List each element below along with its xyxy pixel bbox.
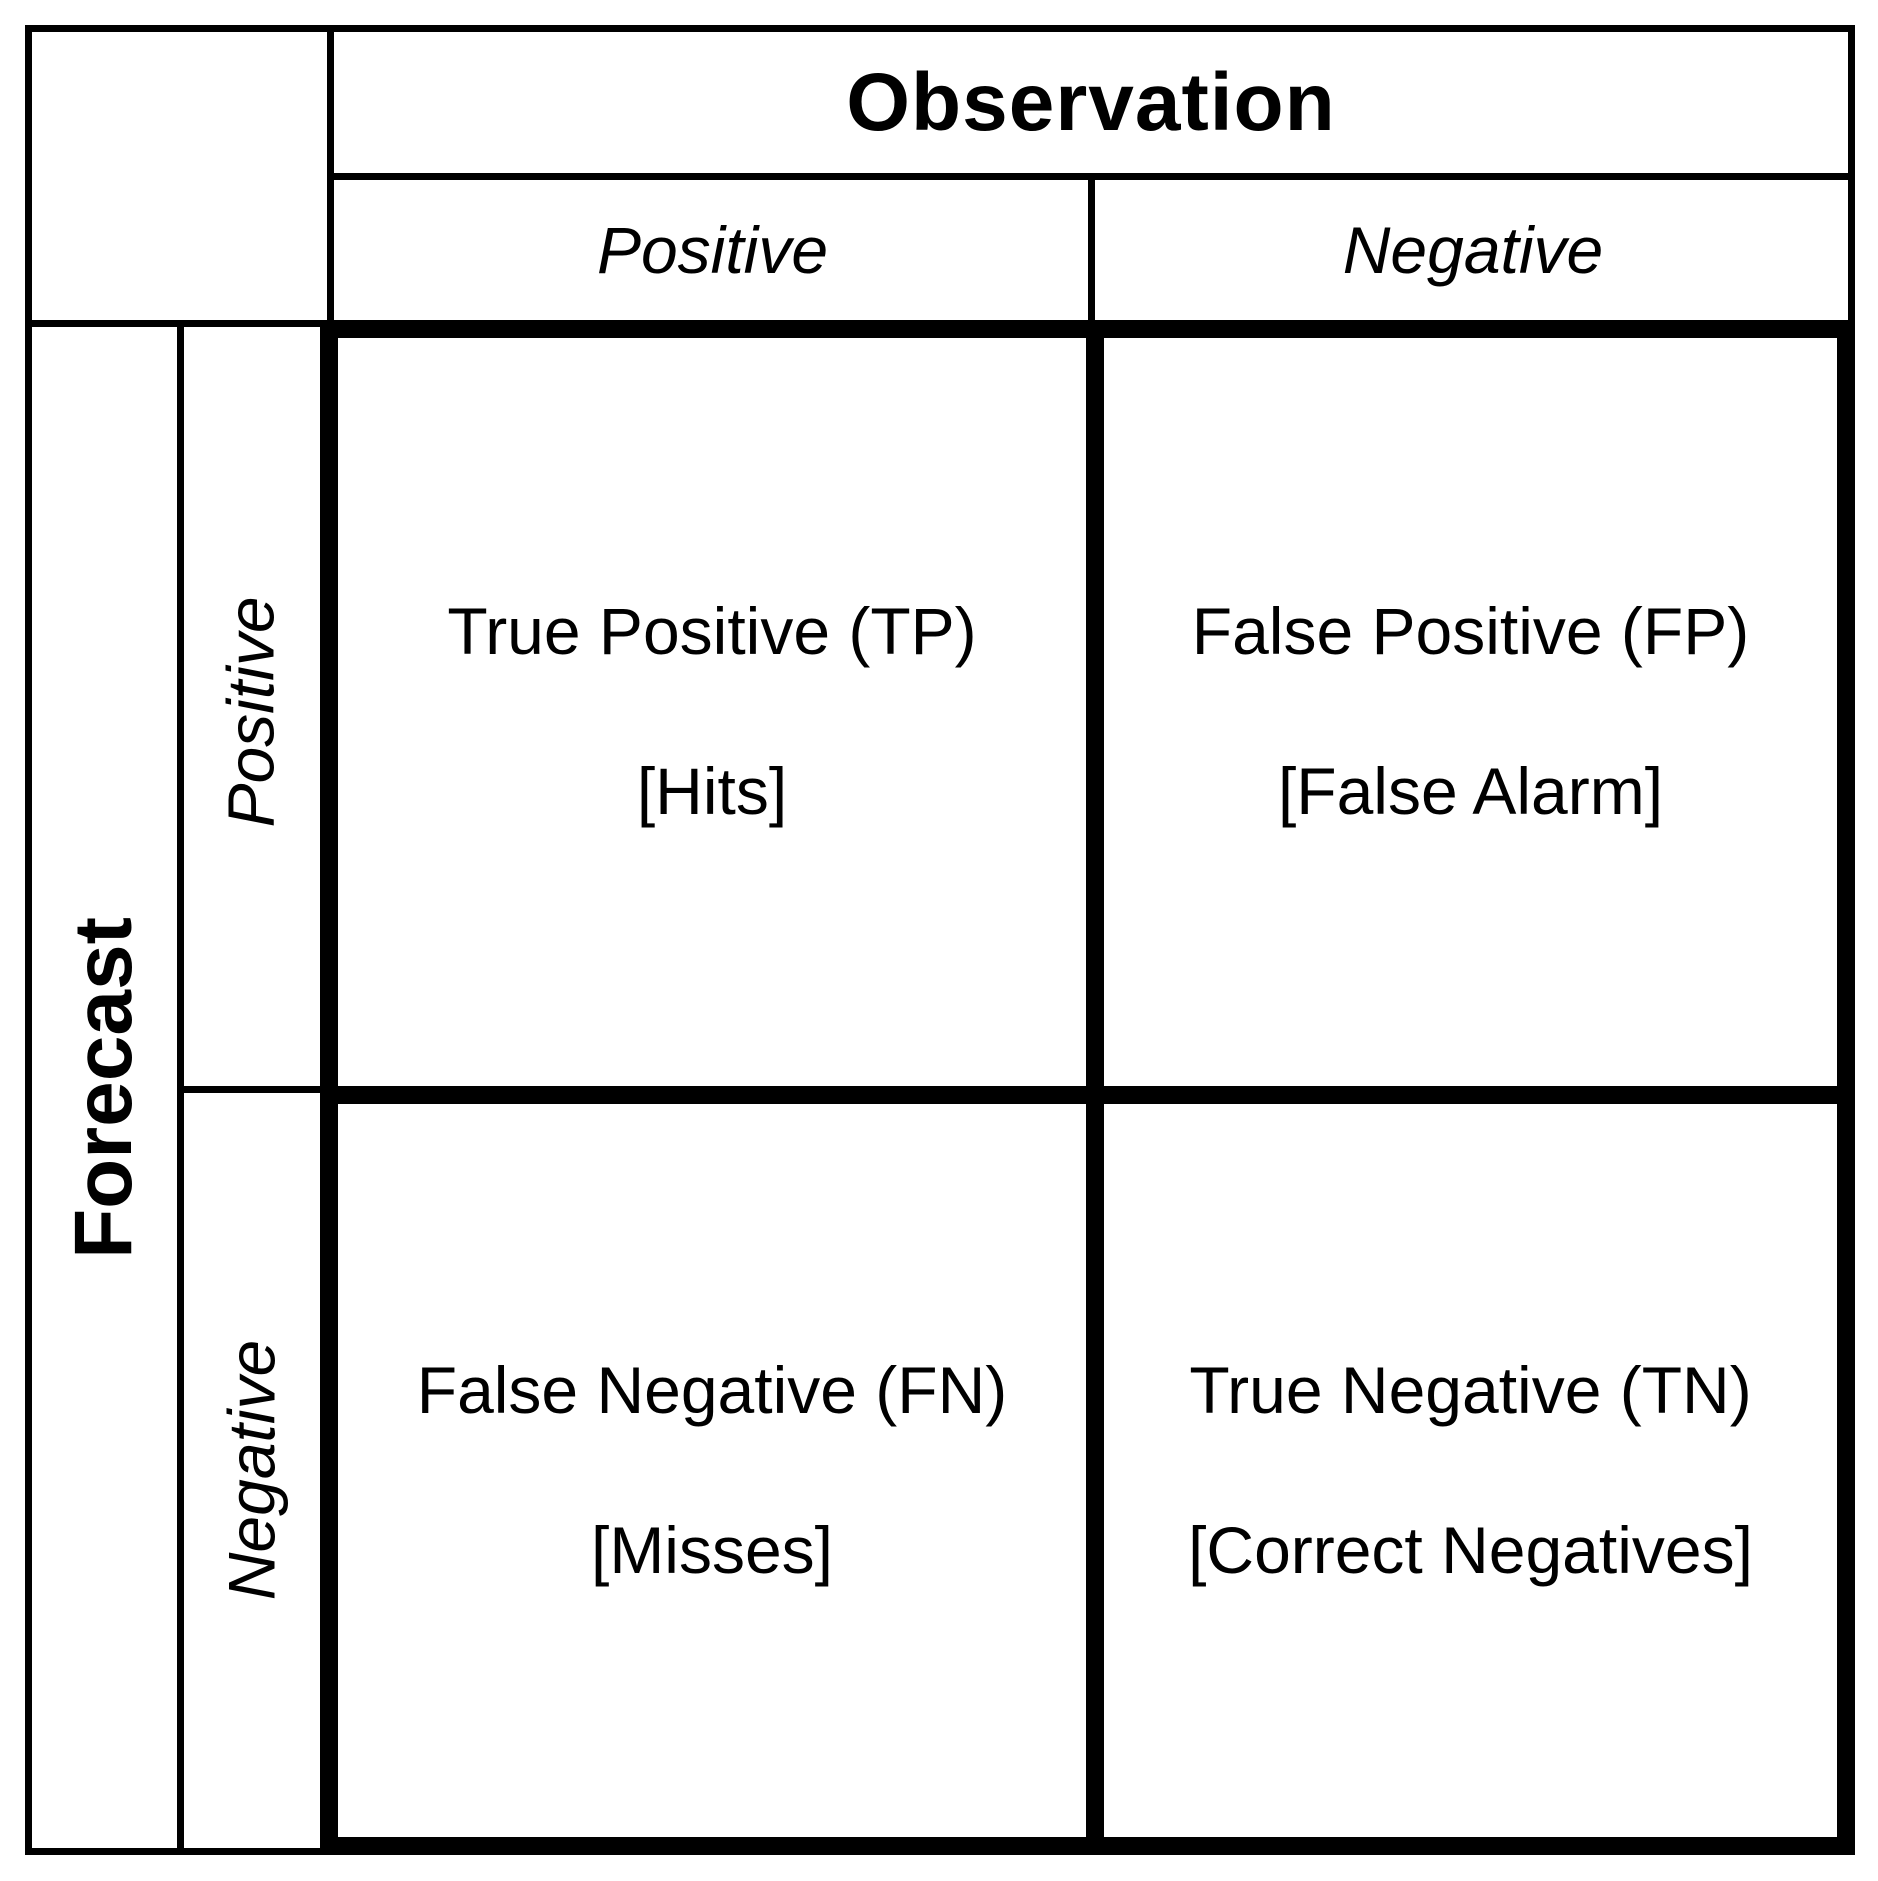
row-header-negative-label: Negative	[214, 1339, 288, 1601]
corner-blank-cell	[25, 25, 327, 320]
cell-true-negative-alias: [Correct Negatives]	[1188, 1512, 1753, 1587]
cell-true-negative-name: True Negative (TN)	[1189, 1352, 1752, 1427]
column-header-divider	[1088, 180, 1095, 320]
cell-true-positive: True Positive (TP) [Hits]	[338, 338, 1086, 1086]
outer-border-bottom-left	[25, 1848, 327, 1855]
cell-false-negative: False Negative (FN) [Misses]	[338, 1104, 1086, 1837]
column-header-positive-label: Positive	[596, 213, 829, 287]
cell-true-positive-name: True Positive (TP)	[447, 594, 977, 669]
row-header-positive-label: Positive	[214, 596, 289, 828]
corner-bottom-divider	[25, 320, 327, 327]
grid-center-horizontal	[320, 1086, 1855, 1104]
column-header-negative-label: Negative	[1342, 213, 1604, 287]
cell-false-positive-alias: [False Alarm]	[1277, 754, 1664, 828]
column-header-positive: Positive	[334, 180, 1091, 320]
cell-false-positive: False Positive (FP) [False Alarm]	[1104, 338, 1837, 1086]
forecast-label-divider	[177, 327, 184, 1848]
forecast-title: Forecast	[58, 917, 150, 1259]
cell-false-positive-name: False Positive (FP)	[1191, 594, 1750, 669]
observation-underline	[327, 173, 1855, 180]
column-header-negative: Negative	[1098, 180, 1848, 320]
cell-true-negative: True Negative (TN) [Correct Negatives]	[1104, 1104, 1837, 1837]
observation-title: Observation	[846, 56, 1336, 148]
outer-border-left	[25, 25, 32, 1855]
cell-false-negative-name: False Negative (FN)	[416, 1352, 1008, 1427]
cell-true-positive-alias: [Hits]	[636, 754, 788, 828]
row-header-divider	[184, 1086, 327, 1093]
observation-axis-header: Observation	[334, 32, 1848, 173]
outer-border-top	[25, 25, 1855, 32]
cell-false-negative-alias: [Misses]	[590, 1512, 834, 1587]
